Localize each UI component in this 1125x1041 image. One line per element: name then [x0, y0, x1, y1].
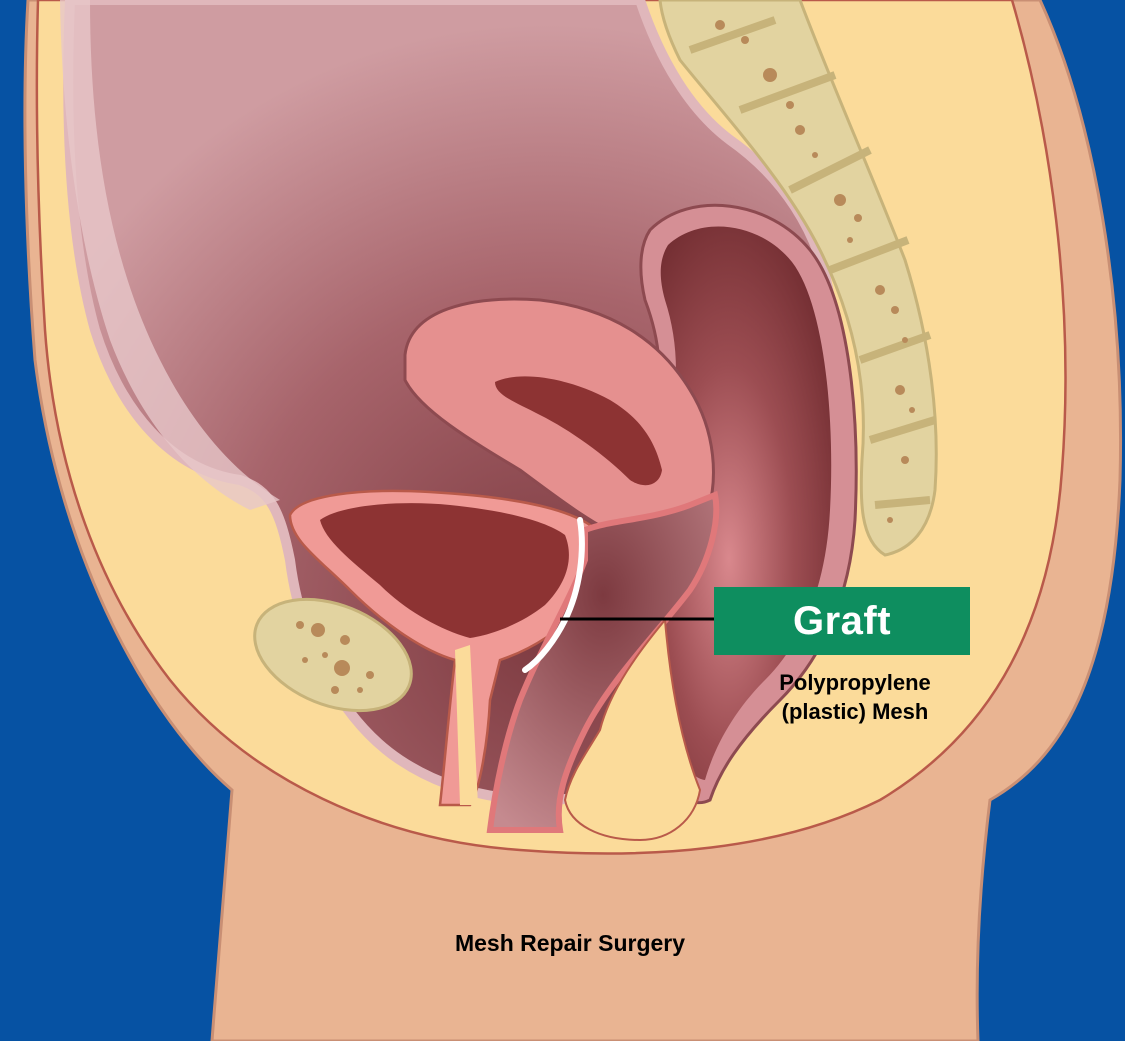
mesh-label-line1: Polypropylene [779, 670, 931, 695]
graft-label: Graft [792, 598, 892, 643]
spine-discs [688, 16, 937, 509]
graft-label-box: Graft [714, 587, 970, 655]
peritoneum-upper [60, 0, 280, 510]
mesh-label-line2: (plastic) Mesh [781, 699, 929, 724]
diagram-caption: Mesh Repair Surgery [454, 930, 686, 956]
uterus-cavity [495, 376, 662, 486]
vaginal-canal [486, 490, 720, 833]
mesh-material-label: Polypropylene (plastic) Mesh [740, 668, 970, 726]
perineal-fat [563, 617, 702, 842]
urethra [455, 645, 478, 805]
bladder-lumen [320, 503, 569, 638]
spine-bone-spots [715, 20, 915, 523]
pubic-bone [253, 597, 413, 713]
pubic-bone-spots [296, 621, 374, 694]
